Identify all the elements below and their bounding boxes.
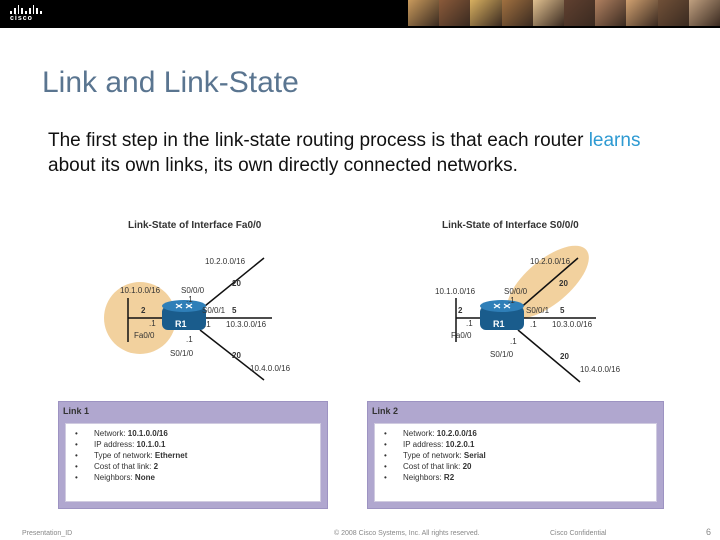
if-s000-label: S0/0/0 [181, 286, 205, 295]
list-item: IP address: 10.1.0.1 [66, 439, 320, 450]
net-right-label: 10.3.0.0/16 [226, 320, 267, 329]
banner-photo [564, 0, 596, 26]
footer-copyright: © 2008 Cisco Systems, Inc. All rights re… [334, 530, 480, 537]
subtitle-text-end: about its own links, its own directly co… [48, 155, 518, 176]
s000-highlight-ellipse [507, 245, 589, 319]
net-left-label: 10.1.0.0/16 [120, 286, 161, 295]
s001-host-label: .1 [204, 320, 211, 329]
link2-body: Network: 10.2.0.0/16 IP address: 10.2.0.… [374, 423, 657, 502]
cost-2-label: 2 [458, 306, 463, 315]
subtitle-highlight: learns [588, 130, 641, 151]
fa-host-label: .1 [149, 319, 156, 328]
link1-card: Link 1 Network: 10.1.0.0/16 IP address: … [58, 401, 328, 509]
banner-photo [657, 0, 689, 26]
banner-photo [626, 0, 658, 26]
net-top-label: 10.2.0.0/16 [205, 257, 246, 266]
router-r1-icon [480, 300, 524, 330]
s010-link [517, 329, 581, 383]
link1-list: Network: 10.1.0.0/16 IP address: 10.1.0.… [66, 424, 320, 483]
if-s000-host-label: .1 [508, 296, 515, 305]
list-item: Type of network: Serial [375, 450, 656, 461]
banner-photo [470, 0, 502, 26]
list-item: Cost of that link: 2 [66, 461, 320, 472]
router-r1-icon [162, 300, 206, 330]
banner-photo [532, 0, 565, 26]
link1-title: Link 1 [63, 406, 90, 416]
if-s000-host-label: .1 [186, 295, 193, 304]
right-diagram-heading: Link-State of Interface S0/0/0 [442, 220, 579, 231]
list-item: Type of network: Ethernet [66, 450, 320, 461]
subtitle-text-start: The first step in the link-state routing… [48, 130, 589, 151]
list-item: Neighbors: R2 [375, 472, 656, 483]
slide-subtitle: The first step in the link-state routing… [48, 128, 668, 178]
banner-photo [439, 0, 471, 26]
net-top-label: 10.2.0.0/16 [530, 257, 571, 266]
fa-host-label: .1 [466, 319, 473, 328]
footer-presentation-id: Presentation_ID [22, 530, 73, 537]
if-s010-label: S0/1/0 [170, 349, 194, 358]
router-label: R1 [175, 319, 187, 329]
list-item: Network: 10.2.0.0/16 [375, 428, 656, 439]
cost-top-label: 20 [232, 279, 241, 288]
if-s000-label: S0/0/0 [504, 287, 528, 296]
list-item: Neighbors: None [66, 472, 320, 483]
page-number: 6 [706, 527, 712, 537]
list-item: IP address: 10.2.0.1 [375, 439, 656, 450]
link1-body: Network: 10.1.0.0/16 IP address: 10.1.0.… [65, 423, 321, 502]
footer-confidential: Cisco Confidential [550, 530, 607, 537]
net-bottom-label: 10.4.0.0/16 [580, 365, 621, 374]
slide-title: Link and Link-State [42, 66, 299, 99]
cisco-logo: cisco [10, 4, 43, 24]
if-s001-label: S0/0/1 [202, 306, 226, 315]
s010-host-label: .1 [186, 335, 193, 344]
photo-strip [408, 0, 720, 26]
net-bottom-label: 10.4.0.0/16 [250, 364, 291, 373]
link2-card: Link 2 Network: 10.2.0.0/16 IP address: … [367, 401, 664, 509]
net-right-label: 10.3.0.0/16 [552, 320, 593, 329]
s001-host-label: .1 [530, 320, 537, 329]
cost-2-label: 2 [141, 306, 146, 315]
if-s010-label: S0/1/0 [490, 350, 514, 359]
banner-photo [501, 0, 533, 26]
link2-list: Network: 10.2.0.0/16 IP address: 10.2.0.… [375, 424, 656, 483]
cost-bottom-label: 20 [232, 351, 241, 360]
list-item: Network: 10.1.0.0/16 [66, 428, 320, 439]
cost-5-label: 5 [232, 306, 237, 315]
link2-title: Link 2 [372, 406, 399, 416]
if-fa00-label: Fa0/0 [134, 331, 155, 340]
s000-link [199, 257, 265, 311]
s000-link [517, 257, 579, 311]
if-fa00-label: Fa0/0 [451, 331, 472, 340]
cost-top-label: 20 [559, 279, 568, 288]
if-s001-label: S0/0/1 [526, 306, 550, 315]
s010-link [199, 329, 265, 381]
cost-5-label: 5 [560, 306, 565, 315]
left-diagram-heading: Link-State of Interface Fa0/0 [128, 220, 262, 231]
banner-photo [595, 0, 627, 26]
logo-text: cisco [10, 15, 33, 22]
left-diagram: Link-State of Interface Fa0/0 R1 10.2.0.… [104, 220, 291, 381]
right-diagram: Link-State of Interface S0/0/0 R1 10.2.0… [435, 220, 621, 383]
s010-host-label: .1 [510, 337, 517, 346]
list-item: Cost of that link: 20 [375, 461, 656, 472]
banner-photo [408, 0, 440, 26]
router-label: R1 [493, 319, 505, 329]
cost-bottom-label: 20 [560, 352, 569, 361]
top-banner: cisco [0, 0, 720, 28]
banner-photo [688, 0, 720, 26]
net-left-label: 10.1.0.0/16 [435, 287, 476, 296]
